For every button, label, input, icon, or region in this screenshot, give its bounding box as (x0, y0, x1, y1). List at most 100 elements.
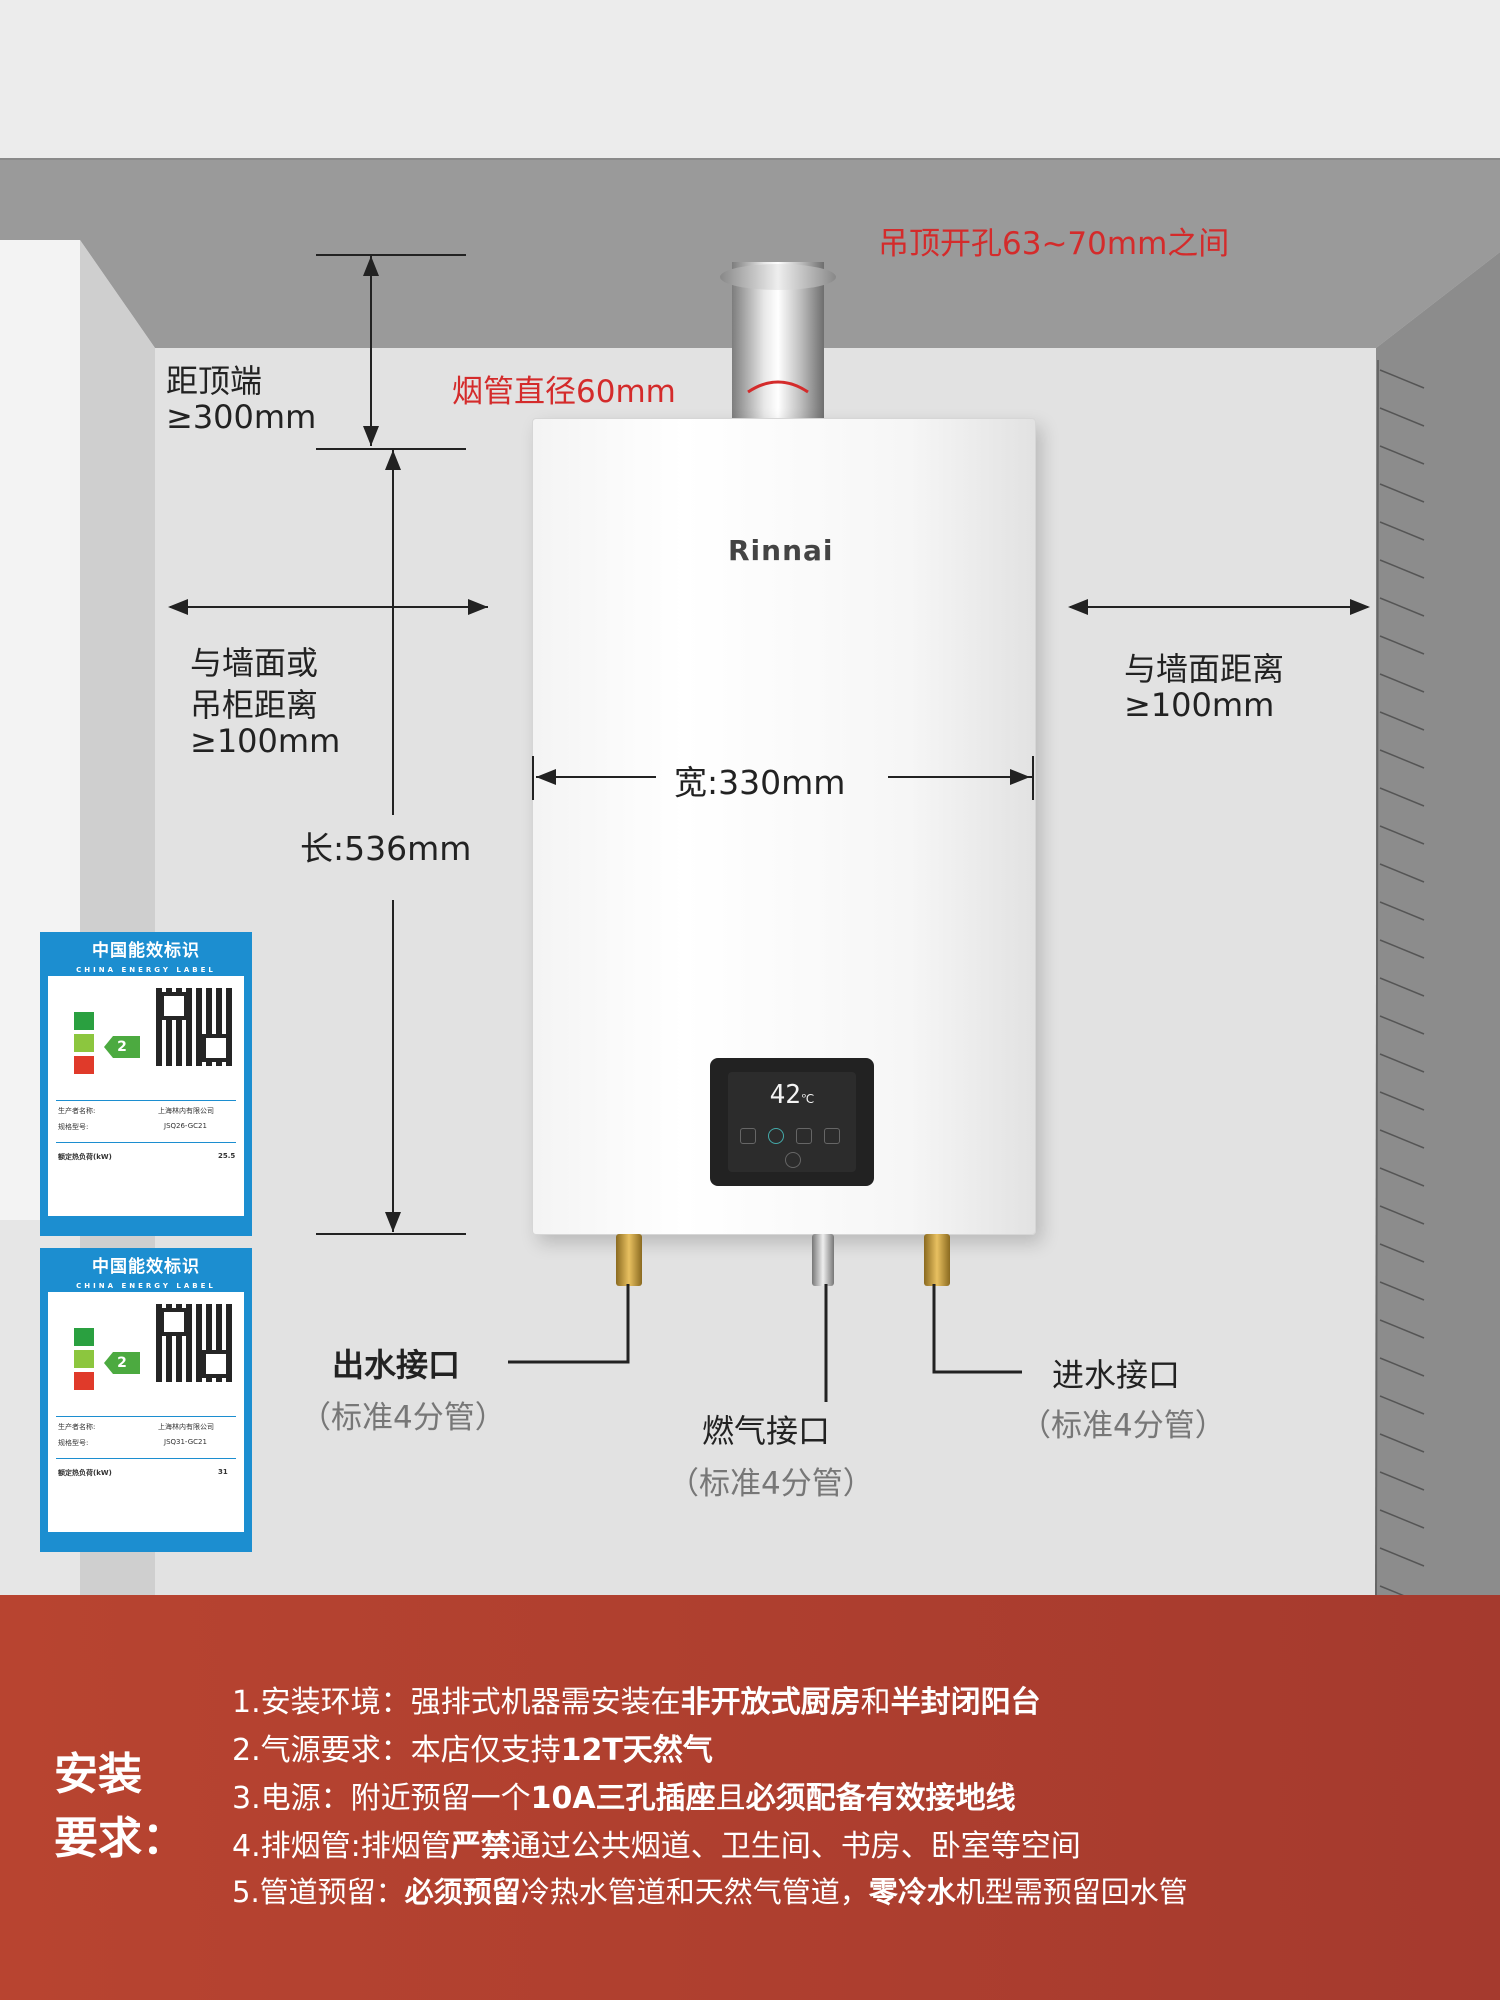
wall-hatch-line (1379, 1243, 1425, 1263)
brand-logo: Rinnai (728, 534, 834, 567)
wall-hatch-line (1379, 1281, 1425, 1301)
wall-hatch-line (1379, 939, 1425, 959)
inlet-fitting (924, 1234, 950, 1286)
wall-hatch-line (1379, 1509, 1425, 1529)
wall-hatch-line (1379, 559, 1425, 579)
energy-grade-badge: 2 (104, 1036, 140, 1058)
outlet-fitting (616, 1234, 642, 1286)
maker-value: 上海林内有限公司 (158, 1107, 214, 1115)
right-wall-line (1070, 606, 1368, 608)
left-wall-label-2: 吊柜距离 (190, 686, 319, 724)
grade-3-icon (74, 1372, 94, 1390)
width-line-right (888, 776, 1032, 778)
ceiling-ref-line (316, 254, 466, 256)
length-label: 长:536mm (300, 829, 472, 868)
inlet-label: 进水接口 (1052, 1356, 1181, 1394)
wall-hatch-line (1379, 787, 1425, 807)
maker-key: 生产者名称: (58, 1107, 96, 1115)
width-label: 宽:330mm (674, 763, 846, 802)
grade-3-icon (74, 1056, 94, 1074)
requirement-item: 1.安装环境：强排式机器需安装在非开放式厨房和半封闭阳台 (232, 1685, 1041, 1720)
wall-hatch-line (1379, 863, 1425, 883)
outlet-leader-line (508, 1284, 630, 1364)
mode-button-icon (740, 1128, 756, 1144)
wall-hatch-line (1379, 1167, 1425, 1187)
up-button-icon (824, 1128, 840, 1144)
arrow-down-icon (385, 1212, 401, 1232)
outlet-spec: （标准4分管） (300, 1400, 506, 1436)
wall-hatch-line (1379, 749, 1425, 769)
divider (56, 1458, 236, 1459)
arrow-down-icon (363, 426, 379, 446)
right-wall-label: 与墙面距离 (1124, 650, 1285, 688)
wall-hatch-line (1379, 1205, 1425, 1225)
wall-hatch-line (1379, 597, 1425, 617)
control-panel: 42℃ (710, 1058, 874, 1186)
control-panel-screen: 42℃ (728, 1072, 856, 1172)
wall-hatch-line (1379, 1091, 1425, 1111)
length-line-upper (392, 450, 394, 815)
divider (56, 1100, 236, 1101)
requirement-item: 2.气源要求：本店仅支持12T天然气 (232, 1733, 713, 1768)
wall-hatch-line (1379, 1433, 1425, 1453)
requirements-title-1: 安装 (54, 1749, 142, 1800)
width-tick-right (1032, 756, 1034, 800)
wall-hatch-line (1379, 825, 1425, 845)
maker-value: 上海林内有限公司 (158, 1423, 214, 1431)
right-wall-value: ≥100mm (1124, 686, 1275, 724)
arrow-right-icon (1350, 599, 1370, 615)
qr-code-icon (156, 988, 234, 1066)
top-distance-line (370, 256, 372, 446)
temperature-display: 42℃ (769, 1080, 815, 1110)
wall-hatch-line (1379, 407, 1425, 427)
top-distance-label: 距顶端 (166, 362, 263, 400)
wall-hatch-line (1379, 1395, 1425, 1415)
bottom-ref-line (316, 1233, 466, 1235)
wall-hatch-line (1379, 635, 1425, 655)
wall-hatch-line (1379, 1015, 1425, 1035)
outlet-label: 出水接口 (332, 1346, 461, 1384)
qr-code-icon (156, 1304, 234, 1382)
requirement-item: 4.排烟管:排烟管严禁通过公共烟道、卫生间、书房、卧室等空间 (232, 1829, 1081, 1864)
wall-hatch-line (1379, 483, 1425, 503)
top-distance-value: ≥300mm (166, 398, 317, 436)
arrow-left-icon (536, 769, 556, 785)
arrow-left-icon (1068, 599, 1088, 615)
left-wall-line (170, 606, 488, 608)
wall-hatch-line (1379, 711, 1425, 731)
flue-diameter-arc (747, 380, 809, 394)
power-button-icon (785, 1152, 801, 1168)
wall-hatch-line (1379, 445, 1425, 465)
model-key: 规格型号: (58, 1439, 89, 1447)
width-line-left (536, 776, 656, 778)
installation-requirements: 安装 要求： 1.安装环境：强排式机器需安装在非开放式厨房和半封闭阳台 2.气源… (0, 1595, 1500, 2000)
gas-fitting (812, 1234, 834, 1286)
wall-hatch-line (1379, 369, 1425, 389)
top-ref-line (316, 448, 466, 450)
gas-spec: （标准4分管） (668, 1466, 874, 1502)
load-key: 额定热负荷(kW) (58, 1469, 112, 1477)
ceiling (0, 0, 1500, 160)
water-button-icon (768, 1128, 784, 1144)
gas-label: 燃气接口 (702, 1412, 831, 1450)
ceiling-hole-label: 吊顶开孔63~70mm之间 (878, 226, 1230, 262)
down-button-icon (796, 1128, 812, 1144)
wall-hatch-line (1379, 1471, 1425, 1491)
inlet-leader-line (932, 1284, 1022, 1374)
grade-2-icon (74, 1034, 94, 1052)
wall-hatch-line (1379, 1129, 1425, 1149)
left-wall-value: ≥100mm (190, 722, 341, 760)
energy-grade-badge: 2 (104, 1352, 140, 1374)
arrow-right-icon (468, 599, 488, 615)
wall-hatch-line (1379, 521, 1425, 541)
wall-hatch-line (1379, 1053, 1425, 1073)
grade-1-icon (74, 1012, 94, 1030)
requirement-item: 3.电源：附近预留一个10A三孔插座且必须配备有效接地线 (232, 1781, 1016, 1816)
arrow-right-icon (1010, 769, 1030, 785)
wall-hatch-line (1379, 1585, 1404, 1595)
divider (56, 1142, 236, 1143)
grade-1-icon (74, 1328, 94, 1346)
